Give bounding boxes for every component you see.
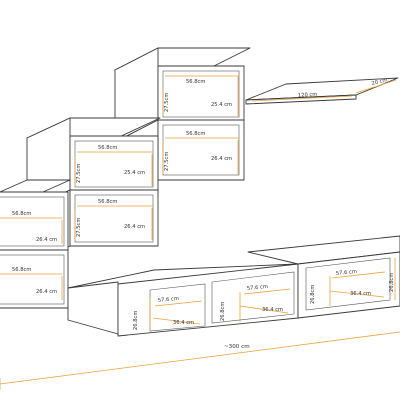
mid-cube-lower-height-label: 27.5cm [76,218,82,237]
mid-cube-upper-front [69,135,159,191]
tv-unit-left-width-line-b [243,288,291,295]
mid-cube-upper-depth-label: 25.4 cm [124,170,145,176]
left-cube-upper-opening [0,196,65,247]
tv-unit-right-height-label-a: 26.8cm [310,285,316,304]
left-cube-lower-front [0,249,69,309]
tv-unit-left-compartment-b [211,271,295,324]
top-cube-lower-width-label: 56.8cm [186,131,205,137]
tv-unit-right-front [297,251,400,319]
top-cube-upper-width-label: 56.8cm [186,79,205,85]
tv-unit-left-width-label-a: 57.6 cm [158,296,180,304]
left-cube-upper-width-label: 56.8cm [12,211,31,217]
tv-unit-left-width-label-b: 57.6 cm [247,284,269,292]
left-cube-lower-width-label: 56.8cm [12,267,31,273]
tv-unit-left-depth-line-b [239,305,289,314]
tv-unit-left: 57.6 cm 36.4 cm 26.8cm 57.6 cm 36.4 cm 2… [67,263,299,337]
tv-unit-left-end-face [67,281,119,335]
mid-cube-lower-depth-label: 26.4 cm [124,224,145,230]
tv-unit-left-depth-label-b: 36.4 cm [262,307,283,313]
tv-unit-right-depth-label-a: 36.4 cm [350,291,371,297]
top-cube-lower-front [157,119,245,181]
top-cube-upper-depth-label: 25.4 cm [211,102,232,108]
top-cube-upper-height-label: 27.5cm [164,93,170,112]
left-cube-upper-front [0,191,69,251]
mid-cube-lower-front [69,189,159,247]
wall-shelf: 120 cm 20 cm [245,77,399,105]
wall-shelf-length-label: 120 cm [298,92,318,99]
tv-unit-left-width-line-a [154,300,203,307]
overall-width-line [0,331,400,385]
mid-cube-upper-height-label: 27.5cm [76,164,82,183]
top-cube-lower-depth-label: 26.4 cm [211,156,232,162]
tv-unit-right-compartment-a [305,257,391,311]
mid-cube-lower-width-label: 56.8cm [98,199,117,205]
tv-unit-right-depth-line-a [329,290,385,298]
tv-unit-left-depth-line-a [152,317,201,325]
left-cube-upper-depth-label: 26.4 cm [36,237,57,243]
left-cube-lower-opening [0,254,65,305]
left-cube-lower-depth-label: 26.4 cm [36,289,57,295]
tv-unit-left-height-label-a: 26.8cm [133,311,139,330]
tv-unit-right-width-line-a [331,271,386,279]
top-cube-upper-front [157,65,245,121]
left-cube-stack: 56.8cm 26.4 cm 56.8cm 26.4 cm [0,179,71,309]
tv-unit-right-width-label-a: 57.6 cm [336,269,358,277]
tv-unit-left-depth-label-a: 36.4 cm [173,320,194,326]
wall-shelf-depth-label: 20 cm [371,77,388,87]
wall-shelf-length-line [251,95,353,102]
mid-cube-upper-width-label: 56.8cm [98,145,117,151]
overall-width-label: ~300 cm [224,344,250,350]
overall-width-dimension: ~300 cm [0,331,400,390]
top-cube-lower-height-label: 27.5cm [164,152,170,171]
wall-shelf-depth-line [355,79,397,94]
tv-unit-left-height-label-b: 26.8cm [220,302,226,321]
tv-unit-right-height-label-b: 26.8cm [389,273,395,292]
tv-unit-right: 57.6 cm 36.4 cm 26.8cm 26.8cm [247,235,400,319]
